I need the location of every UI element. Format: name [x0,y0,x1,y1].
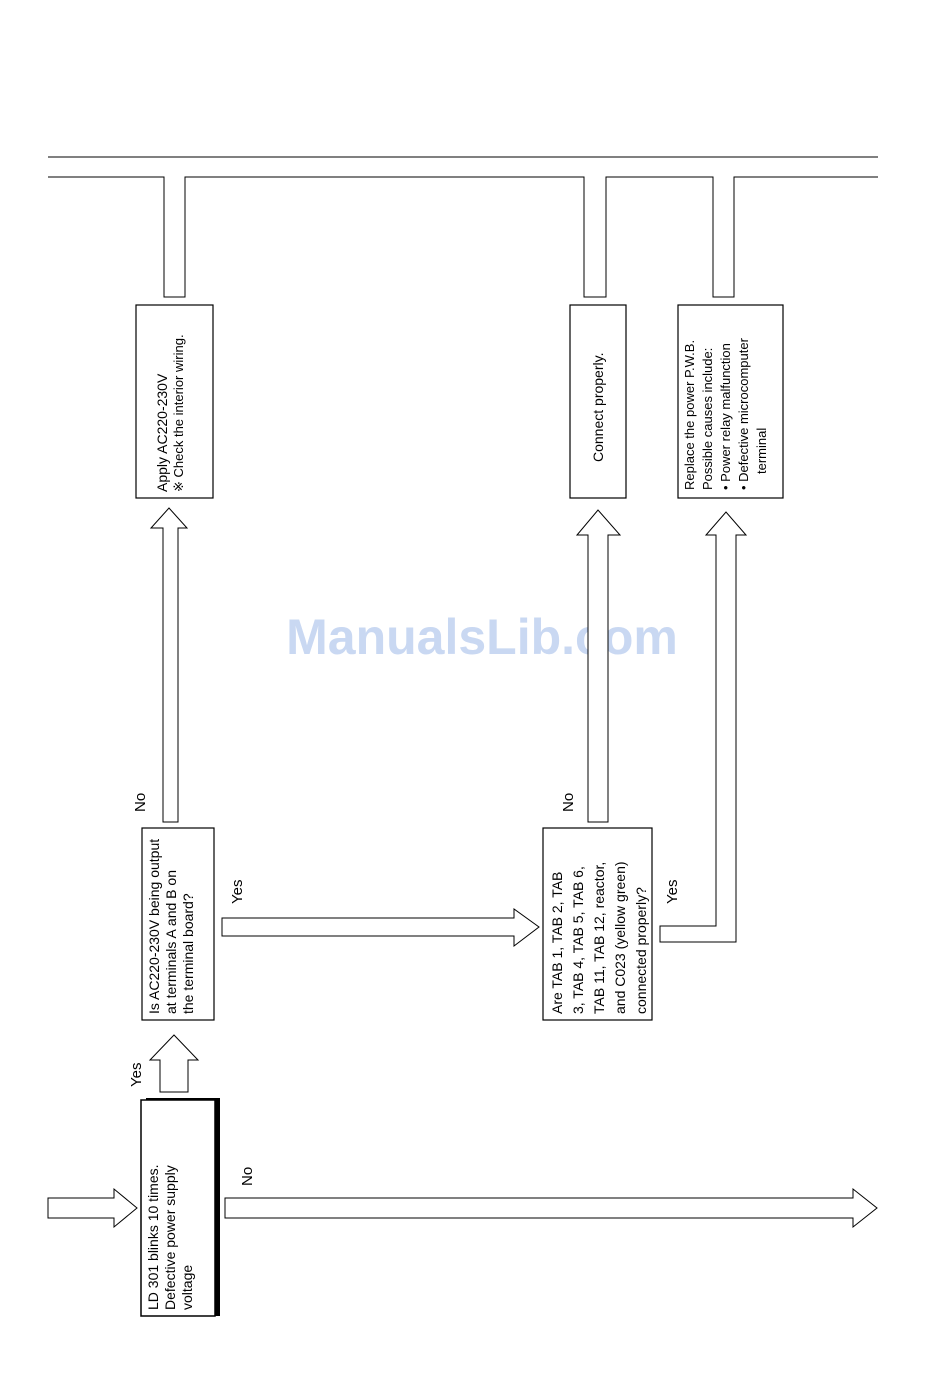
no-arrow-right-1 [224,1187,878,1229]
top-connector [95,176,878,298]
replace-text: Replace the power P.W.B. Possible causes… [682,337,769,490]
no-label-1: No [239,1167,256,1186]
tab-box [542,827,653,1021]
connect-text: Connect properly. [590,353,606,462]
replace-line: • Defective microcomputer [736,337,751,490]
ac-output-line: Is AC220-230V being output [146,839,162,1014]
connect-line: Connect properly. [590,353,606,462]
yes-arrow-right-2 [221,908,540,948]
tab-line: TAB 11, TAB 12, reactor, [591,862,607,1014]
apply-ac-line: ※ Check the interior wiring. [171,334,186,492]
ac-output-line: the terminal board? [180,893,196,1014]
connect-box [569,304,627,499]
ld301-text: LD 301 blinks 10 times. Defective power … [145,1164,195,1310]
apply-ac-box [135,304,214,499]
replace-line: • Power relay malfunction [718,343,733,490]
ld301-line: LD 301 blinks 10 times. [145,1164,161,1310]
apply-ac-line: Apply AC220-230V [154,373,170,492]
tab-line: 3, TAB 4, TAB 5, TAB 6, [570,866,586,1014]
ac-output-box [141,827,215,1021]
replace-line: Possible causes include: [700,348,715,490]
ld301-line: voltage [179,1265,195,1310]
replace-line: terminal [754,428,769,474]
no-label-3: No [560,793,577,812]
apply-ac-text: Apply AC220-230V ※ Check the interior wi… [154,334,186,492]
yes-arrow-up-1 [148,1034,200,1093]
yes-label-3: Yes [664,880,681,904]
ac-output-text: Is AC220-230V being output at terminals … [146,839,196,1014]
no-arrow-up-3 [575,509,622,823]
tab-line: Are TAB 1, TAB 2, TAB [549,872,565,1014]
ac-output-line: at terminals A and B on [163,870,179,1014]
ld301-line: Defective power supply [162,1165,178,1310]
yes-label-2: Yes [229,880,246,904]
yes-label-1: Yes [128,1063,145,1087]
yes-arrow-up-3 [659,511,748,943]
watermark: ManualsLib.com [286,609,678,665]
no-arrow-up-2 [149,507,189,823]
tab-line: connected properly? [633,887,649,1014]
tab-line: and C023 (yellow green) [612,861,628,1014]
replace-line: Replace the power P.W.B. [682,340,697,490]
ld301-box [140,1099,216,1317]
tab-text: Are TAB 1, TAB 2, TAB 3, TAB 4, TAB 5, T… [549,861,649,1014]
replace-box [677,304,784,499]
no-label-2: No [132,793,149,812]
incoming-arrow [47,1187,138,1229]
